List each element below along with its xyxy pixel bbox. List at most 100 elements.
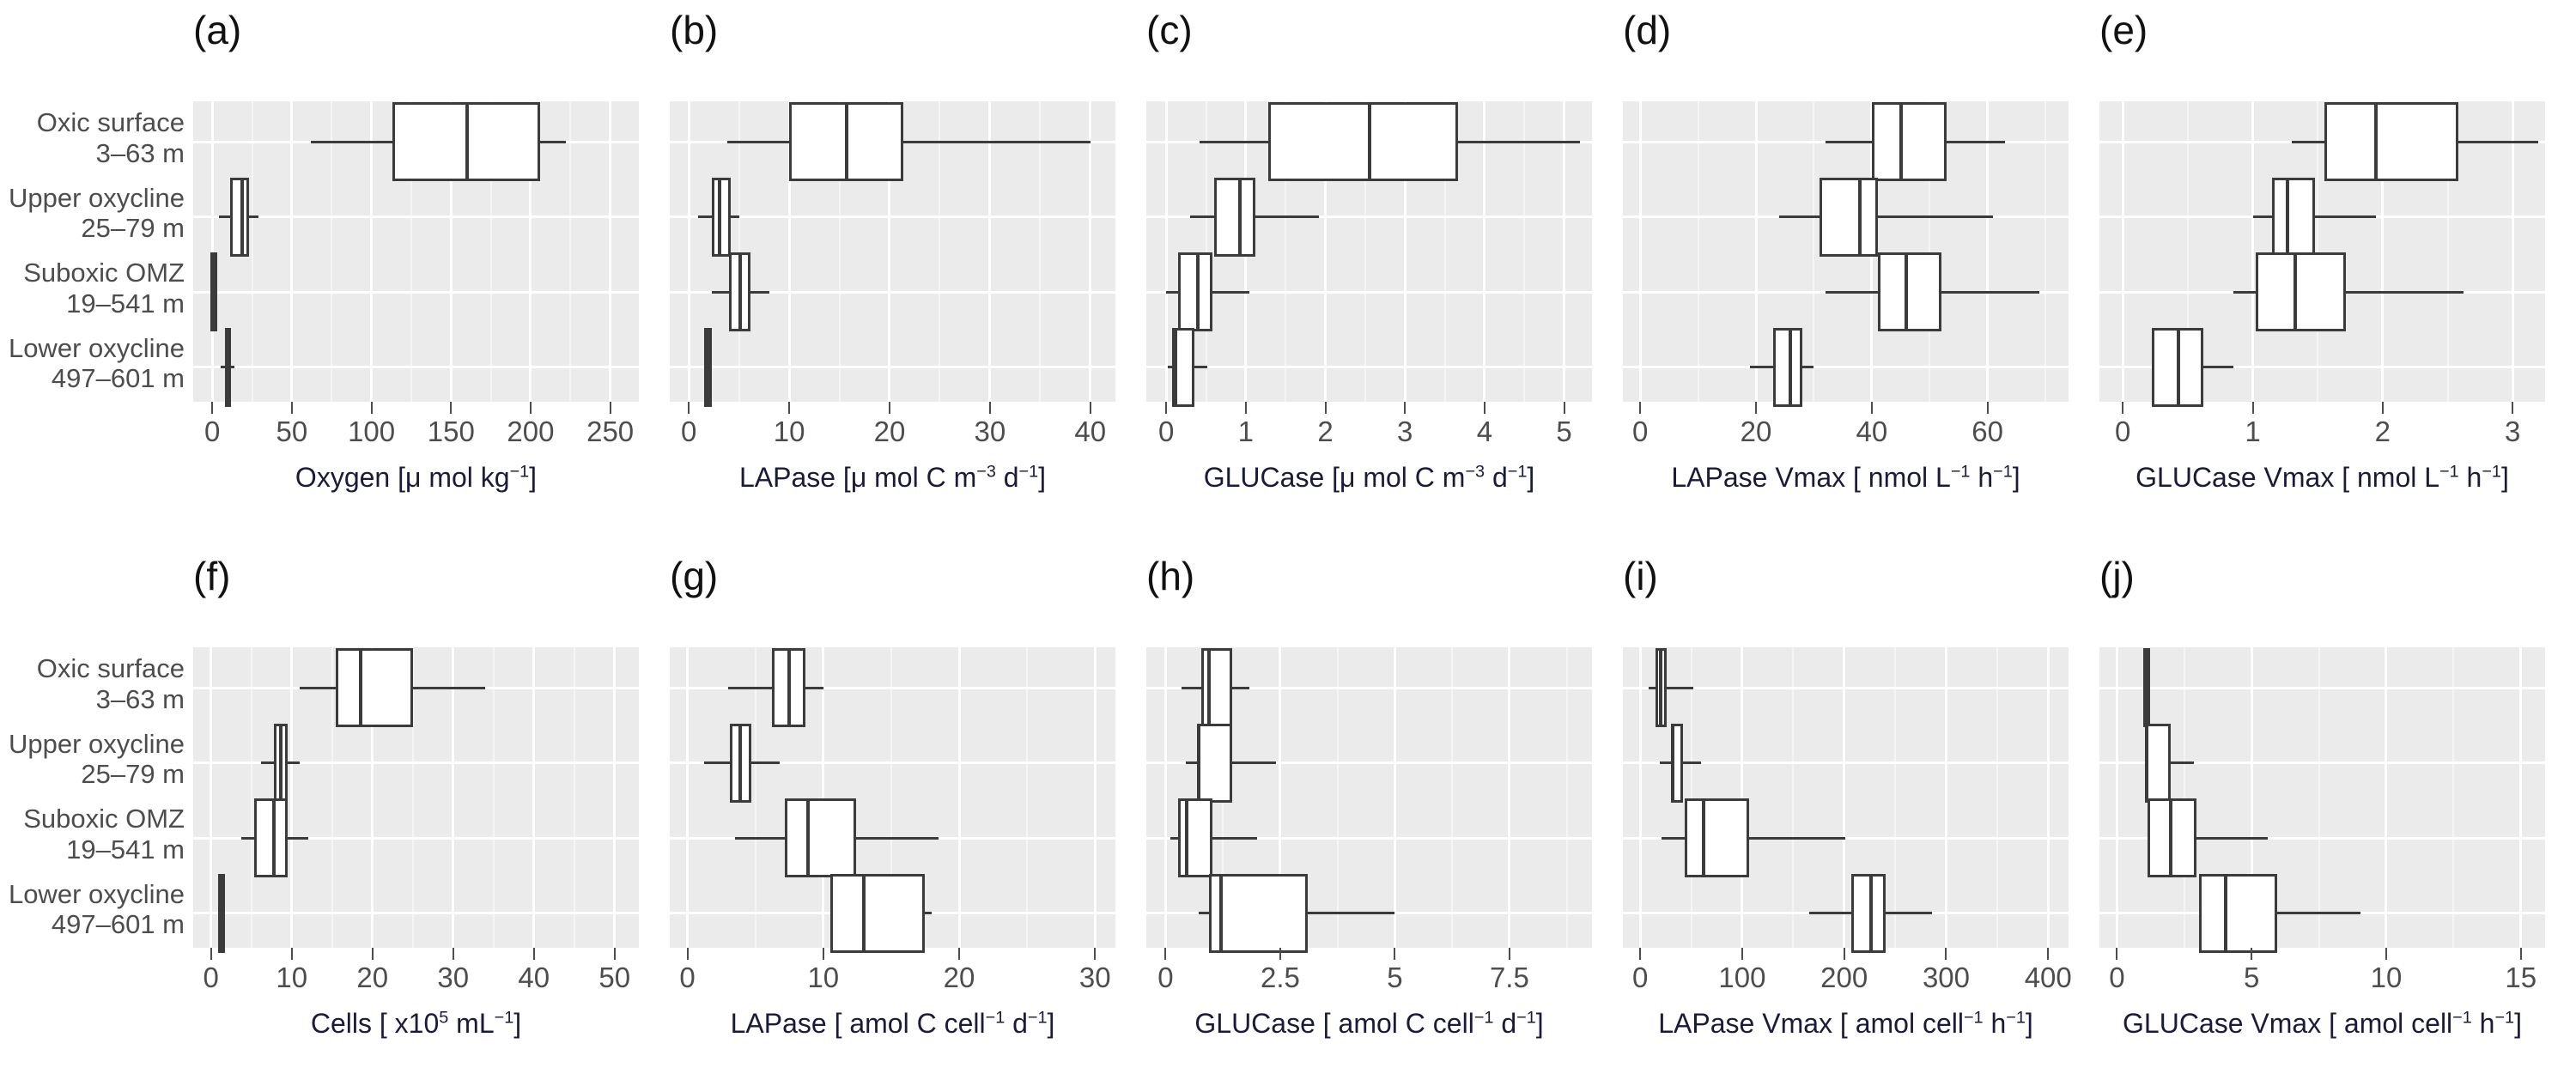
gridline-vertical-minor (2183, 647, 2185, 948)
gridline-vertical-major (686, 647, 690, 948)
boxplot-box (1178, 252, 1212, 332)
gridline-vertical-minor (738, 101, 740, 402)
gridline-vertical-major (210, 647, 213, 948)
x-axis-tick-mark (1755, 402, 1758, 414)
boxplot-median-line (240, 177, 245, 257)
x-axis-tick-mark (2381, 402, 2384, 414)
boxplot-box (2199, 873, 2277, 953)
boxplot-median-line (1218, 873, 1223, 953)
x-axis-tick-label: 10 (807, 962, 840, 993)
boxplot-median-line (2143, 648, 2148, 728)
x-axis-tick-label: 3 (2504, 416, 2521, 447)
gridline-vertical-major (1093, 647, 1097, 948)
panel-tag: (e) (2099, 8, 2148, 52)
gridline-horizontal (670, 215, 1115, 219)
gridline-vertical-major (1164, 101, 1168, 402)
gridline-vertical-minor (1996, 647, 1998, 948)
x-axis-tick-mark (822, 948, 824, 960)
x-axis-tick-label: 0 (203, 962, 219, 993)
boxplot-median-line (1368, 102, 1372, 182)
gridline-vertical-minor (492, 647, 495, 948)
x-axis-tick-label: 20 (873, 416, 906, 447)
gridline-vertical-minor (1285, 101, 1287, 402)
boxplot-box (1871, 102, 1947, 182)
gridline-vertical-major (210, 101, 214, 402)
gridline-vertical-minor (331, 647, 333, 948)
x-axis-tick-mark (1741, 948, 1743, 960)
category-depth: 19–541 m (66, 834, 185, 864)
x-axis-tick-mark (1483, 402, 1485, 414)
x-axis-tick-label: 150 (427, 416, 475, 447)
gridline-vertical-minor (1523, 101, 1526, 402)
gridline-vertical-major (2115, 647, 2118, 948)
gridline-vertical-major (532, 647, 536, 948)
plot-area (193, 647, 639, 953)
gridline-vertical-minor (1205, 101, 1207, 402)
gridline-vertical-major (1508, 647, 1511, 948)
category-depth: 19–541 m (66, 288, 185, 318)
x-axis-tick-label: 7.5 (1489, 962, 1529, 993)
gridline-vertical-major (609, 101, 612, 402)
x-axis-tick-label: 30 (974, 416, 1006, 447)
gridline-horizontal (193, 761, 639, 765)
gridline-vertical-minor (569, 101, 572, 402)
boxplot-median-line (2374, 102, 2379, 182)
gridline-horizontal (670, 290, 1115, 294)
x-axis-tick-mark (1324, 402, 1327, 414)
gridline-vertical-minor (1690, 647, 1692, 948)
gridline-vertical-major (1638, 647, 1642, 948)
gridline-vertical-major (290, 647, 294, 948)
x-axis-tick-mark (688, 402, 690, 414)
boxplot-median-line (1671, 723, 1675, 803)
x-axis-tick-label: 3 (1397, 416, 1413, 447)
boxplot-median-line (1197, 723, 1201, 803)
category-depth: 497–601 m (51, 363, 185, 394)
gridline-vertical-minor (1792, 647, 1795, 948)
gridline-vertical-major (2381, 101, 2385, 402)
gridline-vertical-major (1843, 647, 1846, 948)
boxplot-median-line (2169, 798, 2173, 878)
gridline-vertical-minor (2452, 647, 2455, 948)
gridline-vertical-minor (1929, 101, 1931, 402)
x-axis-title: GLUCase [ amol C cell−1 d−1] (1194, 1008, 1544, 1039)
gridline-vertical-major (2385, 647, 2388, 948)
x-axis-tick-mark (1508, 948, 1510, 960)
boxplot-median-line (1207, 648, 1212, 728)
boxplot-median-line (226, 327, 230, 407)
boxplot-median-line (844, 102, 848, 182)
x-axis-tick-mark (1639, 948, 1642, 960)
x-axis-tick-label: 5 (1387, 962, 1403, 993)
x-axis-tick-label: 50 (598, 962, 631, 993)
boxplot-box (1201, 648, 1233, 728)
gridline-vertical-minor (890, 647, 892, 948)
x-axis-tick-label: 0 (2109, 962, 2125, 993)
gridline-vertical-major (371, 647, 374, 948)
boxplot-median-line (738, 252, 742, 332)
boxplot-box (785, 798, 856, 878)
category-name: Upper oxycline (8, 182, 185, 213)
x-axis-title: Oxygen [μ mol kg−1] (295, 462, 538, 493)
x-axis-tick-mark (686, 948, 689, 960)
gridline-vertical-major (1741, 647, 1744, 948)
x-axis-tick-mark (211, 402, 214, 414)
gridline-vertical-minor (1364, 101, 1366, 402)
x-axis-title: GLUCase [μ mol C m−3 d−1] (1203, 462, 1535, 493)
boxplot-median-line (1658, 648, 1662, 728)
boxplot-median-line (2144, 723, 2148, 803)
x-axis-tick-label: 5 (1556, 416, 1572, 447)
plot-area (1146, 101, 1592, 407)
category-depth: 25–79 m (81, 759, 185, 790)
